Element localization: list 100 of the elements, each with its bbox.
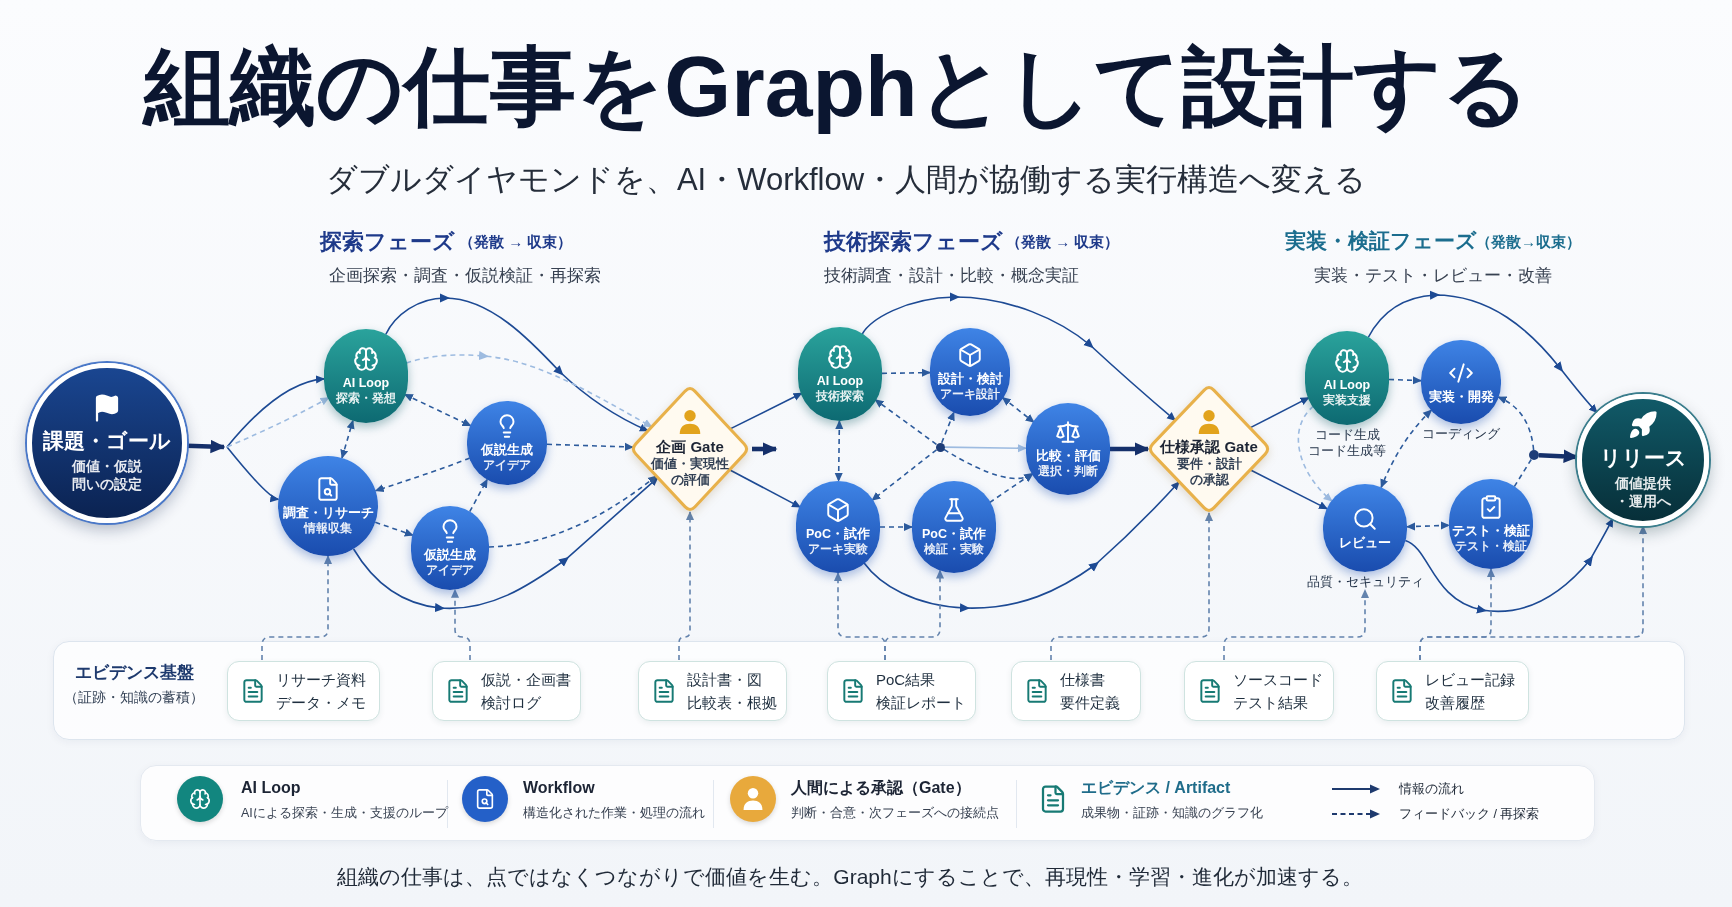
card-text: 要件定義 <box>1060 692 1120 713</box>
dashed-arrow <box>226 396 330 448</box>
legend-label: 情報の流れ <box>1399 781 1464 797</box>
dashed-arrow <box>884 569 945 661</box>
dashed-arrow <box>881 368 931 377</box>
legend-description: 判断・合意・次フェーズへの接続点 <box>791 805 999 821</box>
card-text: 比較表・根拠 <box>687 692 777 713</box>
node-text: アイデア <box>483 458 531 473</box>
evidence-panel <box>53 641 1685 740</box>
node-title: リリース <box>1599 445 1687 471</box>
node-text: 価値・仮説問いの設定 <box>71 457 143 493</box>
node-title: AI Loop <box>342 375 390 391</box>
node-title: PoC・試作 <box>806 526 870 542</box>
dashed-arrow <box>1388 376 1422 385</box>
node-title: 実装・開発 <box>1428 388 1494 405</box>
node-text: 選択・判断 <box>1038 464 1098 479</box>
caption: 組織の仕事は、点ではなくつながりで価値を生む。Graphにすることで、再現性・学習・進化が加速する。 <box>337 864 1363 890</box>
node-text: アーキ設計 <box>940 387 1000 402</box>
legend-title: エビデンス / Artifact <box>1081 778 1231 798</box>
dashed-arrow <box>678 511 695 661</box>
dashed-double-arrow <box>1001 396 1035 423</box>
node-title: 課題・ゴール <box>43 428 171 454</box>
phase-heading: 実装・検証フェーズ <box>1285 229 1477 254</box>
node-title: 仕様承認 Gate <box>1160 438 1258 456</box>
arrow <box>1249 396 1310 429</box>
evidence-card <box>638 661 787 721</box>
dashed-arrow <box>943 448 1034 482</box>
dashed-arrow <box>261 555 333 661</box>
panel-title: エビデンス基盤 <box>74 662 194 683</box>
node-title: 設計・検討 <box>937 371 1003 387</box>
arrow <box>226 375 325 448</box>
legend-title: 人間による承認（Gate） <box>791 778 971 798</box>
node-caption: コード生成等 <box>1308 443 1386 459</box>
dashed-arrow <box>988 472 1034 504</box>
arrow <box>352 476 659 612</box>
dashed-arrow <box>874 398 938 446</box>
node-title: AI Loop <box>816 373 864 389</box>
node-title: 仮説生成 <box>424 547 476 563</box>
gate-diamond <box>629 384 751 514</box>
evidence-card <box>1376 661 1529 721</box>
evidence-card <box>227 661 380 721</box>
phase-heading: 探索フェーズ <box>320 229 455 255</box>
phase-note: （発散→収束） <box>1476 233 1581 251</box>
legend-description: 構造化された作業・処理の流れ <box>523 805 705 821</box>
card-text: 設計書・図 <box>687 669 763 690</box>
arrow <box>728 469 801 508</box>
card-text: ソースコード <box>1233 669 1323 690</box>
node-text: 価値提供・運用へ <box>1614 474 1672 510</box>
arrow <box>1367 290 1598 414</box>
dashed-arrow <box>546 442 634 451</box>
node-text: 技術探索 <box>816 389 864 404</box>
node-title: AI Loop <box>1323 377 1371 393</box>
phase-note: （発散 → 収束） <box>459 233 573 251</box>
dashed-arrow <box>374 457 471 493</box>
phase-heading: 技術探索フェーズ <box>824 229 1003 255</box>
evidence-card <box>432 661 581 721</box>
card-text: 仮説・企画書 <box>481 669 571 690</box>
card-text: テスト結果 <box>1233 692 1309 713</box>
node-text: アイデア <box>426 563 474 578</box>
arrow <box>861 292 1177 422</box>
dashed-arrow <box>1223 589 1370 661</box>
dashed-double-arrow <box>340 419 355 459</box>
dashed-arrow <box>468 478 488 513</box>
node-title: 企画 Gate <box>656 438 724 456</box>
card-text: リサーチ資料 <box>276 669 366 690</box>
legend-title: Workflow <box>523 778 595 798</box>
node-title: 調査・リサーチ <box>282 505 374 521</box>
evidence-card <box>1184 661 1334 721</box>
arrow <box>863 481 1180 613</box>
node-text: アーキ実験 <box>808 542 868 557</box>
node-text: 探索・発想 <box>336 391 396 406</box>
dashed-arrow <box>488 475 658 548</box>
legend-description: 成果物・証跡・知識のグラフ化 <box>1081 805 1263 821</box>
gate-diamond <box>1146 383 1272 515</box>
node-text: 情報収集 <box>304 521 352 536</box>
legend-description: AIによる探索・生成・支援のループ <box>241 805 448 821</box>
node-text: 検証・実験 <box>924 542 984 557</box>
arrow <box>729 392 803 430</box>
node-title: 仮説生成 <box>481 442 533 458</box>
card-text: 改善履歴 <box>1425 692 1486 713</box>
node-title: PoC・試作 <box>922 526 986 542</box>
arrow <box>226 446 280 501</box>
phase-description: 実装・テスト・レビュー・改善 <box>1314 266 1552 286</box>
card-text: 検証レポート <box>876 692 966 713</box>
node-text: 価値・実現性の評価 <box>650 456 730 488</box>
card-text: 検討ログ <box>481 692 542 713</box>
dashed-double-arrow <box>1380 409 1433 489</box>
arrow <box>384 293 649 432</box>
dashed-arrow <box>1050 512 1214 661</box>
dashed-double-arrow <box>1406 521 1450 531</box>
node-title: テスト・検証 <box>1452 523 1530 539</box>
card-text: レビュー記録 <box>1425 669 1515 690</box>
dashed-arrow <box>1497 396 1535 451</box>
dashed-arrow <box>374 521 414 537</box>
dashed-double-arrow <box>834 420 844 482</box>
arrow <box>943 444 1027 453</box>
subtitle: ダブルダイヤモンドを、AI・Workflow・人間が協働する実行構造へ変える <box>325 162 1367 198</box>
node-text: 実装支援 <box>1323 393 1371 408</box>
node-text: 要件・設計の承認 <box>1175 456 1243 488</box>
arrow <box>1249 469 1328 510</box>
